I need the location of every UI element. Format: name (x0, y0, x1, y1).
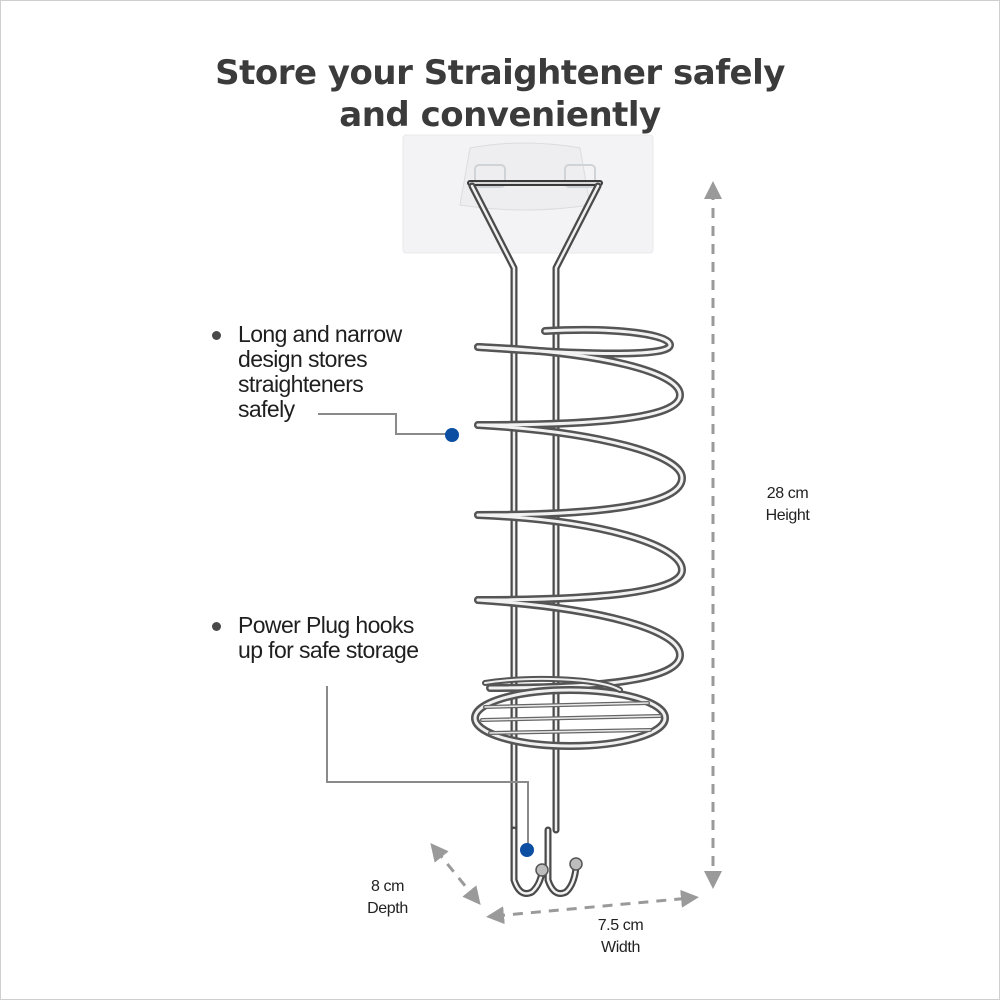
depth-value: 8 cm (370, 878, 405, 895)
spiral-coil (474, 325, 687, 692)
feature-bullet-2: Power Plug hooks up for safe storage (212, 612, 419, 663)
bullet-dot-icon (212, 622, 221, 631)
bullet-dot-icon (212, 331, 221, 340)
width-dimension-arrow (486, 889, 699, 925)
width-label: Width (601, 939, 640, 956)
headline-line-1: Store your Straightener safely (215, 53, 785, 93)
headline: Store your Straightener safely and conve… (0, 52, 1000, 136)
callout-connector-1 (318, 413, 459, 442)
feature-1-line-1: Long and narrow (238, 321, 402, 347)
width-dimension-label: 7.5 cm Width (578, 915, 663, 959)
height-value: 28 cm (766, 485, 809, 502)
feature-1-line-3: straighteners (238, 371, 364, 397)
depth-dimension-arrow (430, 843, 481, 905)
feature-2-line-1: Power Plug hooks (238, 612, 414, 638)
callout-connector-2 (326, 686, 534, 857)
adhesive-wall-pad (402, 134, 654, 254)
hanger-frame (467, 180, 603, 834)
depth-label: Depth (367, 900, 408, 917)
basket-base (471, 676, 669, 750)
callout-marker-2 (520, 843, 534, 857)
feature-2-line-2: up for safe storage (238, 637, 419, 663)
height-label: Height (765, 507, 810, 524)
feature-bullet-1: Long and narrow design stores straighten… (212, 321, 402, 422)
callout-marker-1 (445, 428, 459, 442)
twin-cord-hooks (510, 826, 583, 897)
feature-1-line-4: safely (238, 396, 295, 422)
depth-dimension-label: 8 cm Depth (345, 876, 430, 920)
width-value: 7.5 cm (597, 917, 644, 934)
feature-1-line-2: design stores (238, 346, 368, 372)
height-dimension-label: 28 cm Height (745, 483, 830, 527)
headline-line-2: and conveniently (339, 95, 661, 135)
